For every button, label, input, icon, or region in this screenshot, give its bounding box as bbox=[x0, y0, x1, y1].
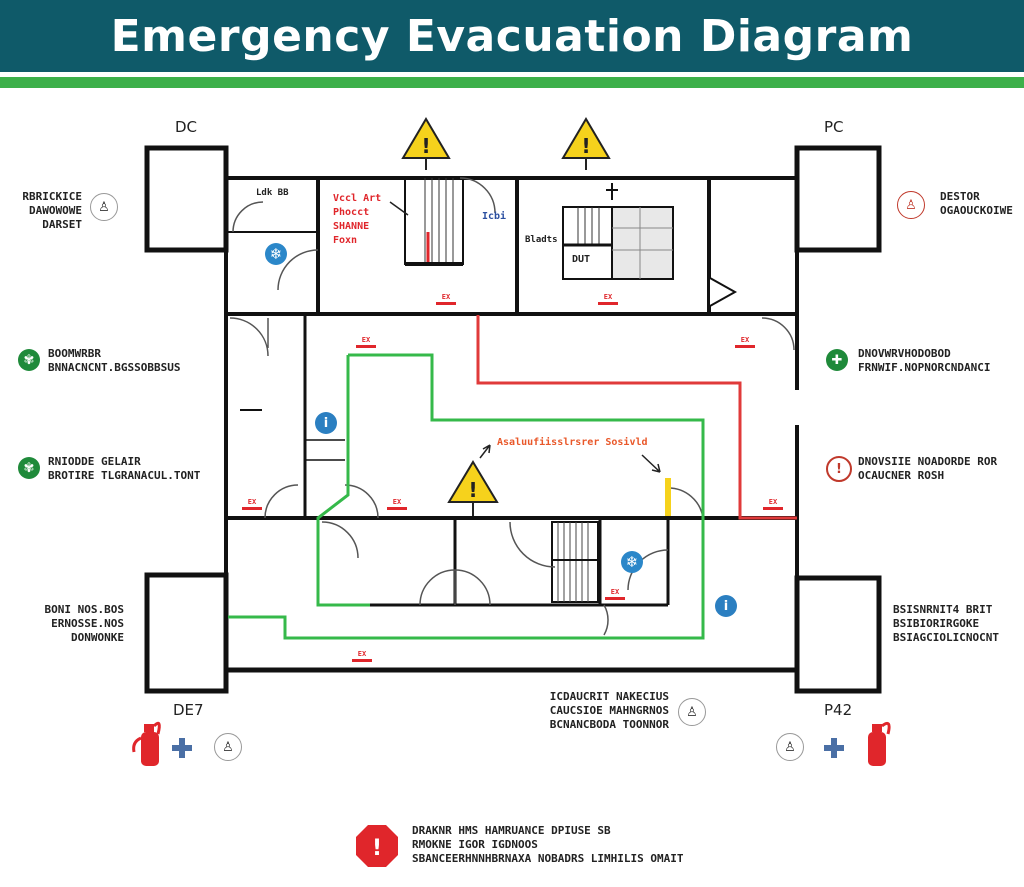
corner-label-bottom-right: P42 bbox=[824, 701, 853, 719]
room-a-label: Ldk BB bbox=[256, 188, 289, 198]
door-lower-center bbox=[509, 521, 556, 568]
header-stripe bbox=[0, 72, 1024, 88]
stairs-lower bbox=[551, 521, 599, 603]
leaf-icon: ✾ bbox=[18, 349, 40, 371]
exit-arrow-right bbox=[709, 277, 738, 307]
evacuation-route-secondary bbox=[476, 315, 797, 520]
warning-triangle-icon: ! bbox=[447, 460, 499, 516]
first-aid-cross-icon bbox=[172, 738, 192, 758]
fire-extinguisher-icon bbox=[868, 721, 891, 766]
dut-label: DUT bbox=[572, 254, 591, 265]
stair-room-label: Bladts bbox=[525, 235, 558, 245]
first-aid-cross-icon bbox=[824, 738, 844, 758]
bottom-center-note: ICDAUCRIT NAKECIUS CAUCSIOE MAHNGRNOS BC… bbox=[549, 690, 669, 731]
corner-block-bottom-right bbox=[794, 575, 882, 694]
legend-left-2: BOOMWRBR BNNACNCNT.BGSSOBBSUS bbox=[48, 347, 181, 374]
person-icon: ♙ bbox=[897, 191, 925, 219]
arrow-icon: ✚ bbox=[826, 349, 848, 371]
door-right-corridor bbox=[667, 487, 704, 519]
stairs-upper-left bbox=[404, 177, 464, 266]
door-room-a-lower bbox=[277, 249, 319, 291]
snowflake-icon: ❄ bbox=[621, 551, 643, 573]
info-icon: ! bbox=[826, 456, 852, 482]
svg-text:EX: EX bbox=[604, 293, 613, 301]
assembly-pointer bbox=[641, 454, 661, 473]
svg-text:!: ! bbox=[372, 836, 382, 861]
warning-triangle-icon: ! bbox=[401, 117, 451, 170]
legend-right-4: BSISNRNIT4 BRIT BSIBIORIRGOKE BSIAGCIOLI… bbox=[893, 603, 999, 644]
legend-left-3: RNIODDE GELAIR BROTIRE TLGRANACUL.TONT bbox=[48, 455, 201, 482]
corner-label-top-right: PC bbox=[824, 118, 844, 136]
exit-sign: EX bbox=[387, 498, 407, 510]
door-lower-exit bbox=[603, 604, 609, 636]
legend-left-1: RBRICKICE DAWOWOWE DARSET bbox=[22, 190, 82, 231]
door-left-lower bbox=[264, 484, 299, 519]
svg-text:EX: EX bbox=[393, 498, 402, 506]
corner-block-bottom-left bbox=[144, 572, 229, 694]
svg-text:EX: EX bbox=[248, 498, 257, 506]
corner-label-bottom-left: DE7 bbox=[173, 701, 204, 719]
exit-sign: EX bbox=[242, 498, 262, 510]
corner-block-top-right bbox=[794, 145, 882, 253]
door-lower-left-room bbox=[321, 521, 359, 559]
legend-right-3: DNOVSIIE NOADORDE ROR OCAUCNER ROSH bbox=[858, 455, 998, 482]
page-title: Emergency Evacuation Diagram bbox=[110, 10, 914, 62]
exit-sign: EX bbox=[598, 293, 618, 305]
person-icon: ♙ bbox=[214, 733, 242, 761]
leaf-icon: ✾ bbox=[18, 457, 40, 479]
assembly-point-label: Asaluufiisslrsrer Sosivld bbox=[497, 437, 648, 448]
door-room-a bbox=[232, 201, 264, 233]
legend-right-1: DESTOR OGAOUCKOIWE bbox=[940, 190, 1013, 217]
warning-triangle-icon: ! bbox=[561, 117, 611, 170]
person-icon: ♙ bbox=[678, 698, 706, 726]
svg-text:!: ! bbox=[581, 134, 590, 158]
legend-left-4: BONI NOS.BOS ERNOSSE.NOS DONWONKE bbox=[44, 603, 124, 644]
evacuation-route-lower bbox=[228, 578, 705, 640]
exit-sign: EX bbox=[436, 293, 456, 305]
bottom-notice: DRAKNR HMS HAMRUANCE DPIUSE SB RMOKNE IG… bbox=[412, 824, 684, 865]
exit-sign: EX bbox=[735, 336, 755, 348]
svg-text:!: ! bbox=[421, 134, 430, 158]
corridor-alcove bbox=[305, 439, 345, 461]
door-stair-upper bbox=[459, 177, 496, 214]
fire-extinguisher-icon bbox=[132, 721, 161, 766]
person-icon: ♙ bbox=[90, 193, 118, 221]
exit-signs: EX EX EX EX EX EX EX EX EX bbox=[242, 293, 783, 662]
stairs-upper-right bbox=[562, 183, 674, 280]
svg-text:!: ! bbox=[468, 478, 477, 502]
door-center-left bbox=[344, 484, 379, 519]
alert-octagon-icon: ! bbox=[356, 825, 398, 867]
info-icon: i bbox=[715, 595, 737, 617]
snowflake-icon: ❄ bbox=[265, 243, 287, 265]
svg-text:EX: EX bbox=[769, 498, 778, 506]
room-notice: Vccl Art Phocct SHANNE Foxn bbox=[333, 193, 382, 246]
svg-text:EX: EX bbox=[362, 336, 371, 344]
evacuation-route-primary bbox=[316, 353, 705, 607]
corner-block-top-left bbox=[144, 145, 229, 253]
info-icon: i bbox=[315, 412, 337, 434]
svg-text:EX: EX bbox=[358, 650, 367, 658]
exit-sign: EX bbox=[605, 588, 625, 600]
exit-sign: EX bbox=[352, 650, 372, 662]
wall-top-rooms bbox=[316, 178, 711, 312]
door-left-corridor bbox=[229, 317, 269, 357]
exit-sign: EX bbox=[356, 336, 376, 348]
svg-text:EX: EX bbox=[611, 588, 620, 596]
exit-sign: EX bbox=[763, 498, 783, 510]
svg-text:EX: EX bbox=[741, 336, 750, 344]
header-bar: Emergency Evacuation Diagram bbox=[0, 0, 1024, 72]
person-icon: ♙ bbox=[776, 733, 804, 761]
corner-label-top-left: DC bbox=[175, 118, 198, 136]
stair-tag: Icbi bbox=[482, 211, 507, 222]
door-right-upper bbox=[761, 317, 795, 351]
svg-text:EX: EX bbox=[442, 293, 451, 301]
legend-right-2: DNOVWRVHODOBOD FRNWIF.NOPNORCNDANCI bbox=[858, 347, 991, 374]
